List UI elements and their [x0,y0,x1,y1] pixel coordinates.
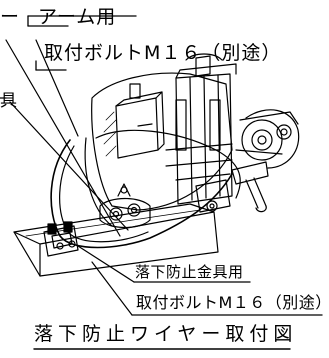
caster-bracket [195,179,231,213]
arm-bolt-label: アーム用 [38,6,117,28]
column [165,73,233,205]
diagram-title: 落下防止ワイヤー取付図 [34,323,298,345]
hatching [103,111,117,157]
arm-bolt-spec-label: 取付ボルトM１６（別途） [44,42,282,64]
leader-lines [0,15,323,316]
outrigger-leg [231,161,269,213]
fitting-bolt-spec-label: 取付ボルトM１６（別途） [136,293,329,312]
control-box [115,83,165,159]
gear-drum [235,109,300,169]
wire-loops [50,129,241,249]
anchor-bracket [43,221,79,257]
left-label-fragment: 具 [0,91,17,111]
top-mechanism [175,53,237,79]
fall-prevention-fitting-label: 落下防止金具用 [135,263,244,281]
top-left-label-fragment: ー [0,6,20,28]
